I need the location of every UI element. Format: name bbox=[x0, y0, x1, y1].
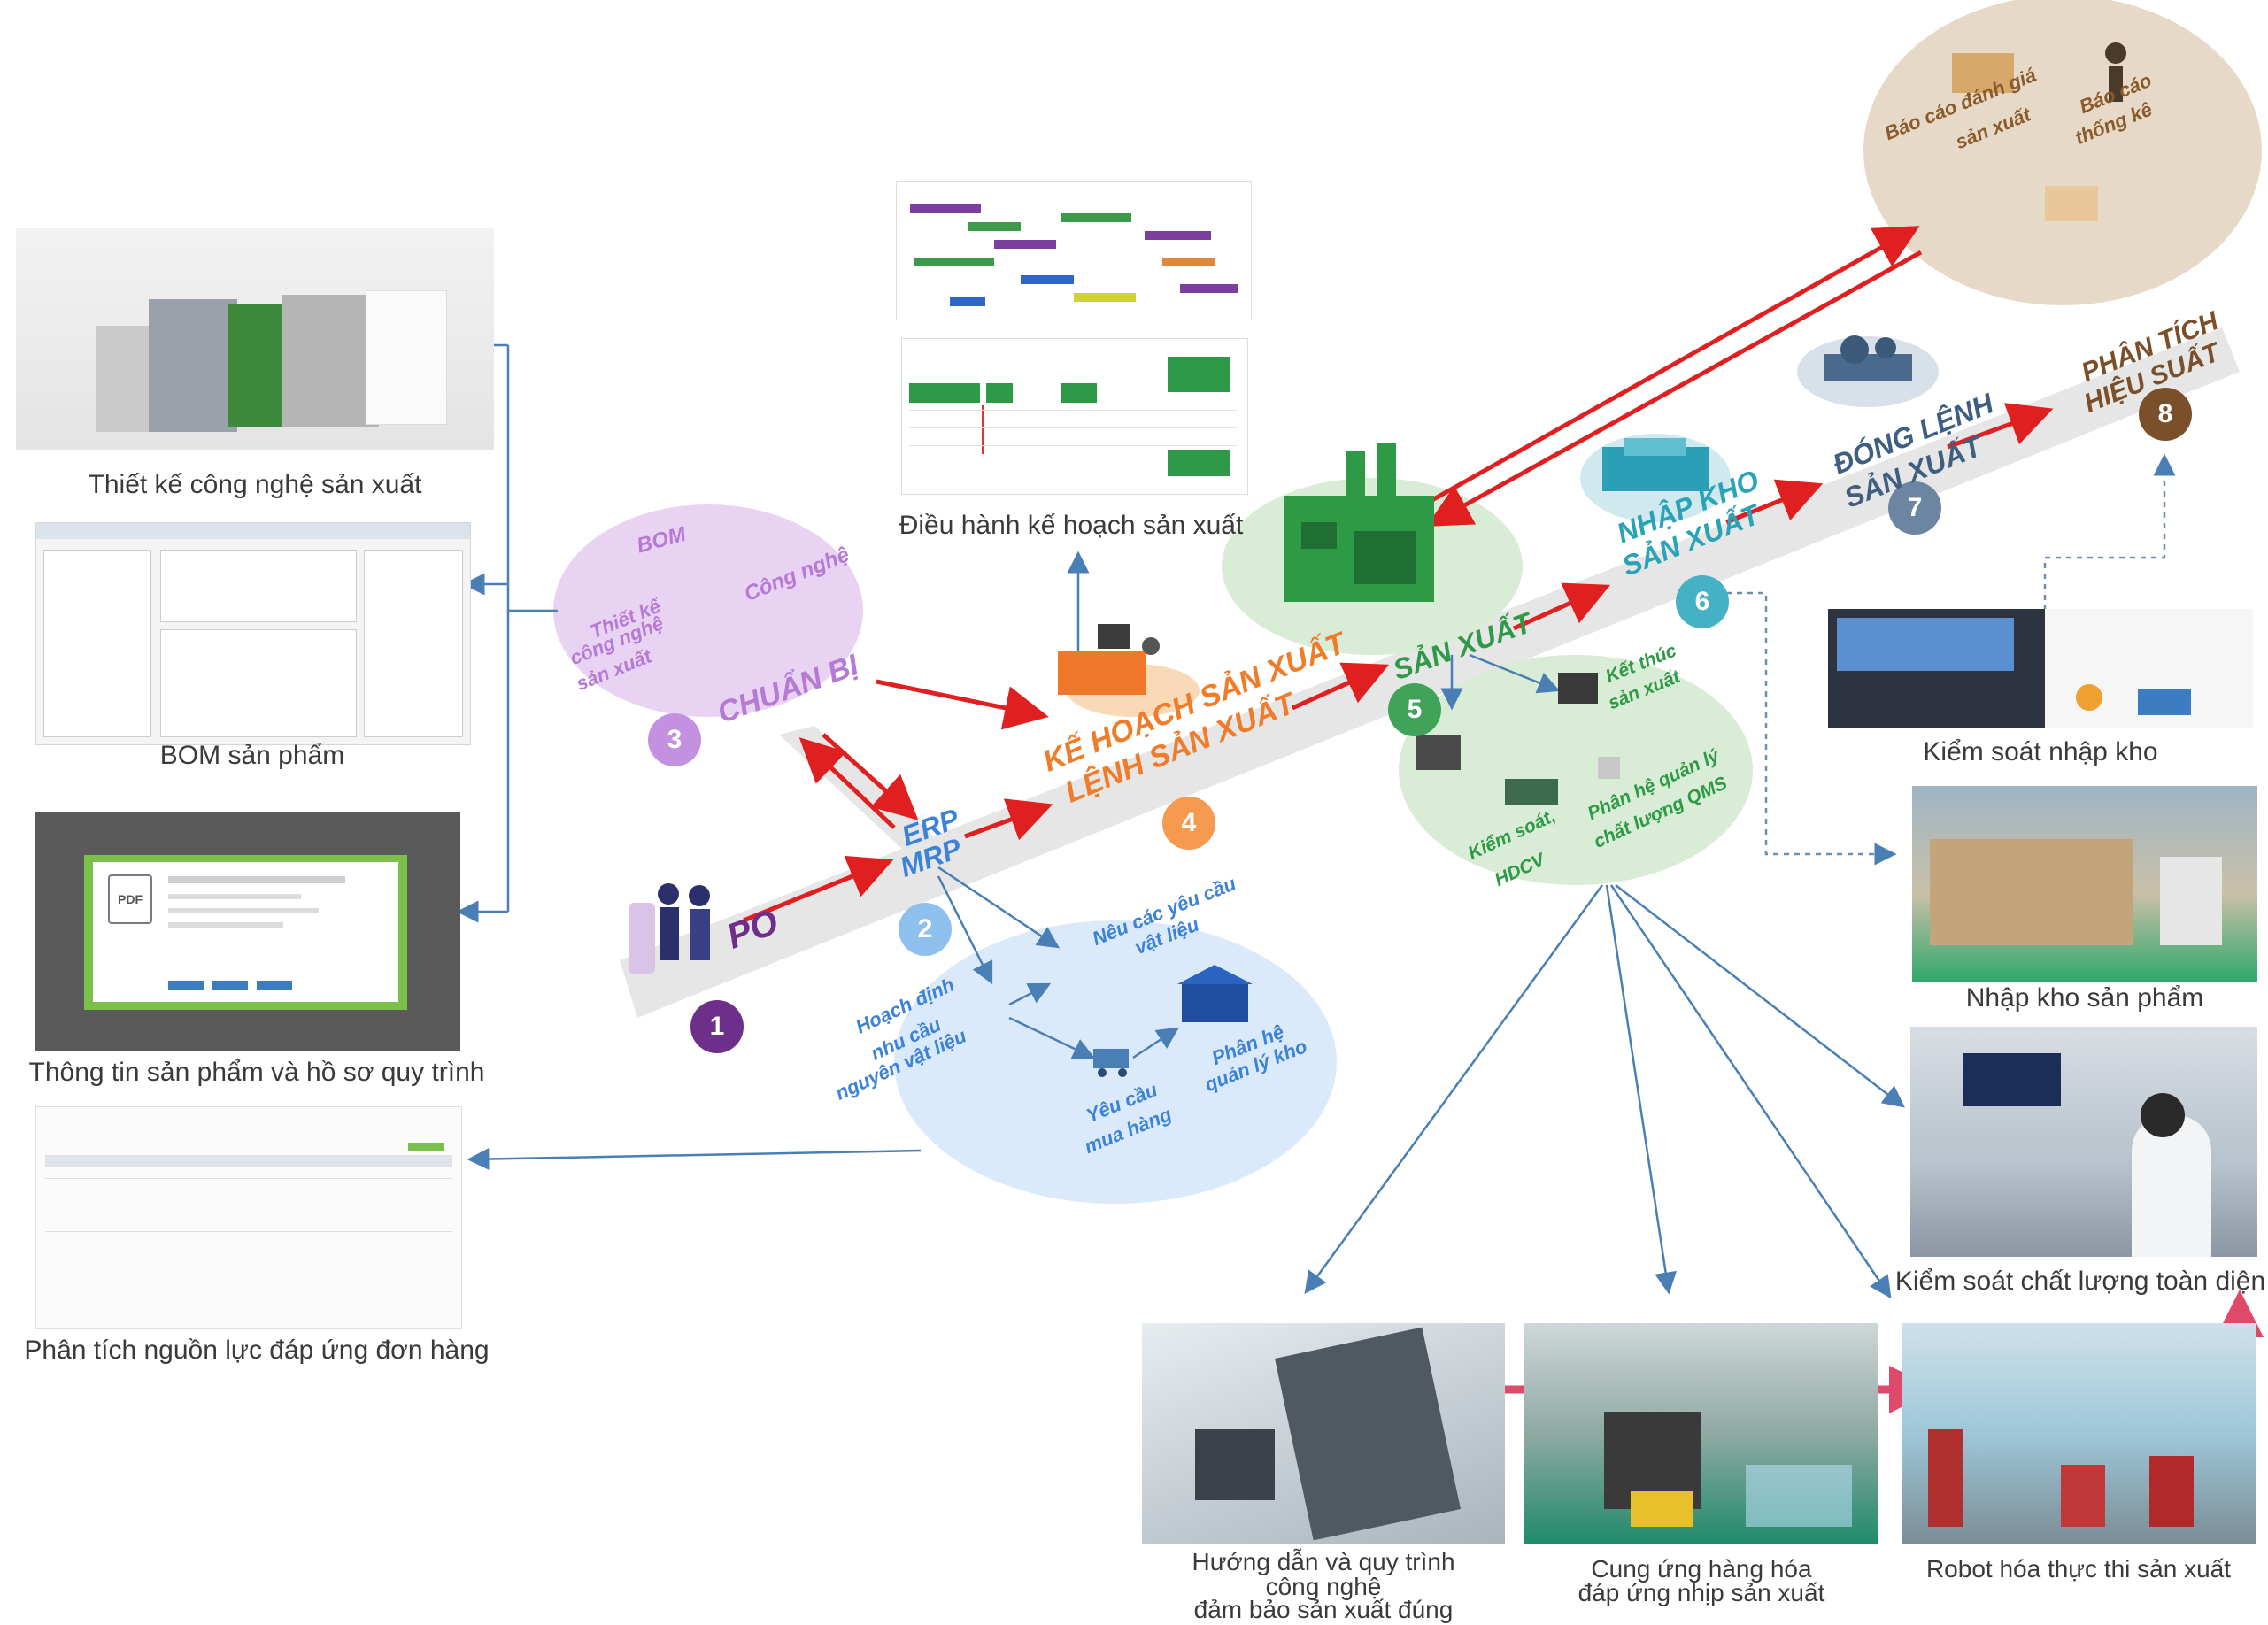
arrow-erp-requirements bbox=[937, 866, 1061, 949]
plan-gantt-image bbox=[896, 181, 1252, 320]
process-arrows bbox=[743, 226, 2054, 923]
resource-analysis-image bbox=[35, 1106, 462, 1329]
arrow-to-resource bbox=[467, 1148, 922, 1171]
arrow-report-factory bbox=[1426, 250, 1923, 527]
plan-desk-illustration bbox=[1058, 624, 1160, 695]
arrow-factory-report bbox=[1415, 226, 1920, 512]
caption-quality-control: Kiểm soát chất lượng toàn diện bbox=[1894, 1267, 2266, 1296]
wms-warehouse-icon bbox=[1177, 965, 1253, 1022]
arrow-prep-plan bbox=[876, 679, 1049, 730]
product-info-image: PDF bbox=[35, 812, 460, 1051]
stage-number-1: 1 bbox=[690, 1000, 744, 1053]
stage-number-7: 7 bbox=[1888, 481, 1941, 535]
caption-guide-3: đảm bảo sản xuất đúng bbox=[1193, 1596, 1454, 1623]
arrow-erp-planning bbox=[937, 875, 993, 985]
supply-image bbox=[1524, 1323, 1878, 1544]
caption-product-info: Thông tin sản phẩm và hồ sơ quy trình bbox=[28, 1058, 485, 1087]
report-bubble bbox=[1863, 0, 2262, 305]
production-robots bbox=[1416, 673, 1620, 805]
report-people bbox=[1952, 42, 2126, 221]
warehouse-in-image bbox=[1912, 786, 2257, 982]
caption-warehouse-in: Nhập kho sản phẩm bbox=[1965, 983, 2204, 1013]
arrow-planning-purchase bbox=[1008, 1016, 1096, 1059]
warehouse-illustration bbox=[1602, 438, 1709, 491]
arrow-to-analysis-8 bbox=[2043, 453, 2176, 611]
caption-bom-product: BOM sản phẩm bbox=[159, 741, 345, 770]
stage-number-5: 5 bbox=[1388, 683, 1441, 736]
arrow-po-erp bbox=[743, 855, 894, 923]
plan-table-image bbox=[901, 338, 1248, 495]
caption-supply-2: đáp ứng nhịp sản xuất bbox=[1578, 1579, 1825, 1606]
arrow-warehouse-close bbox=[1725, 479, 1824, 525]
guide-image bbox=[1142, 1323, 1505, 1544]
stage-number-8: 8 bbox=[2139, 388, 2192, 441]
arrow-purchase-wms bbox=[1132, 1027, 1180, 1059]
caption-guide-2: công nghệ bbox=[1265, 1573, 1382, 1600]
stage-number-2: 2 bbox=[899, 903, 952, 956]
caption-tech-design: Thiết kế công nghệ sản xuất bbox=[88, 470, 422, 499]
stage-number-4: 4 bbox=[1162, 797, 1215, 850]
caption-resource-analysis: Phân tích nguồn lực đáp ứng đơn hàng bbox=[24, 1336, 490, 1365]
connector-arrows bbox=[453, 334, 1905, 1299]
caption-robot: Robot hóa thực thi sản xuất bbox=[1925, 1555, 2232, 1583]
arrow-to-robot bbox=[1609, 884, 1892, 1299]
caption-guide-1: Hướng dẫn và quy trình bbox=[1192, 1548, 1455, 1575]
dashed-connectors bbox=[1726, 453, 2176, 866]
quality-control-image bbox=[1910, 1027, 2257, 1257]
arrow-close-analysis bbox=[1947, 403, 2054, 450]
bom-product-image bbox=[35, 522, 471, 745]
stage-number-3: 3 bbox=[648, 713, 701, 766]
arrow-erp-prep bbox=[798, 737, 896, 829]
factory-illustration bbox=[1284, 443, 1434, 602]
caption-warehouse-control: Kiểm soát nhập kho bbox=[1923, 737, 2158, 766]
caption-supply-1: Cung ứng hàng hóa bbox=[1591, 1555, 1812, 1583]
close-illustration bbox=[1824, 335, 1912, 381]
stage-number-6: 6 bbox=[1676, 575, 1729, 628]
arrow-to-guide bbox=[1304, 884, 1604, 1295]
prod-finish bbox=[1469, 653, 1561, 694]
prep-bubble bbox=[553, 504, 863, 717]
po-illustration bbox=[629, 883, 710, 974]
arrow-to-warehouse-in bbox=[1726, 591, 1897, 866]
arrow-planning-requirements bbox=[1008, 982, 1052, 1006]
arrow-plan-production bbox=[1291, 662, 1390, 711]
pdf-icon: PDF bbox=[108, 874, 152, 924]
tech-design-image bbox=[16, 228, 494, 450]
process-road bbox=[620, 327, 2240, 1018]
arrow-to-supply bbox=[1605, 884, 1677, 1295]
purchase-truck-icon bbox=[1093, 1049, 1129, 1077]
caption-plan-exec: Điều hành kế hoạch sản xuất bbox=[899, 511, 1244, 540]
robot-image bbox=[1902, 1323, 2256, 1544]
arrow-erp-plan bbox=[964, 798, 1053, 841]
production-bubble bbox=[1399, 655, 1753, 885]
arrow-to-quality bbox=[1615, 884, 1905, 1108]
warehouse-control-image bbox=[1828, 609, 2253, 728]
arrow-production-warehouse bbox=[1512, 582, 1611, 631]
